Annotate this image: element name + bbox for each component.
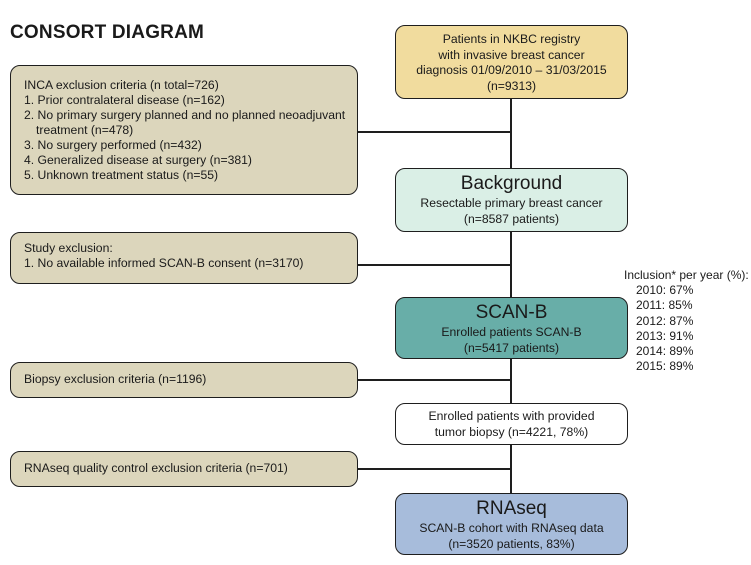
registry-line-2: with invasive breast cancer	[438, 47, 585, 62]
inca-item-4: 4. Generalized disease at surgery (n=381…	[24, 153, 252, 167]
background-heading: Background	[460, 173, 563, 194]
rnaseq-line-1: SCAN-B cohort with RNAseq data	[419, 521, 604, 535]
connector-biopsy-exclusion	[357, 379, 511, 381]
registry-line-3: diagnosis 01/09/2010 – 31/03/2015	[416, 63, 607, 77]
background-line-2: (n=8587 patients)	[463, 211, 560, 226]
inclusion-year-2011: 2011: 85%	[636, 298, 693, 313]
rnaseq-line-2: (n=3520 patients, 83%)	[448, 536, 575, 551]
page-title: CONSORT DIAGRAM	[10, 22, 205, 43]
connector-inca	[357, 131, 511, 133]
scanb-heading: SCAN-B	[475, 302, 548, 323]
inca-exclusion-box: INCA exclusion criteria (n total=726) 1.…	[10, 65, 358, 195]
study-exclusion-box: Study exclusion: 1. No available informe…	[10, 232, 358, 284]
enrolled-biopsy-line-2: tumor biopsy (n=4221, 78%)	[434, 424, 589, 439]
inca-item-1: 1. Prior contralateral disease (n=162)	[24, 93, 225, 107]
inclusion-year-2010: 2010: 67%	[636, 283, 694, 298]
rnaseq-exclusion-text: RNAseq quality control exclusion criteri…	[24, 461, 288, 475]
enrolled-biopsy-box: Enrolled patients with provided tumor bi…	[395, 403, 628, 445]
study-exclusion-line-2: 1. No available informed SCAN-B consent …	[24, 256, 304, 270]
scanb-line-2: (n=5417 patients)	[463, 340, 560, 355]
main-flow-line	[510, 98, 512, 494]
rnaseq-box: RNAseq SCAN-B cohort with RNAseq data (n…	[395, 493, 628, 555]
scanb-line-1: Enrolled patients SCAN-B	[441, 325, 582, 339]
inca-item-3: 3. No surgery performed (n=432)	[24, 138, 202, 152]
inca-item-2: 2. No primary surgery planned and no pla…	[24, 108, 346, 137]
inca-list: 1. Prior contralateral disease (n=162) 2…	[24, 93, 347, 183]
connector-rnaseq-exclusion	[357, 468, 511, 470]
background-line-1: Resectable primary breast cancer	[420, 196, 603, 210]
connector-study-exclusion	[357, 264, 511, 266]
registry-line-4: (n=9313)	[486, 78, 537, 93]
registry-line-1: Patients in NKBC registry	[442, 32, 581, 46]
inclusion-year-2014: 2014: 89%	[636, 344, 694, 359]
biopsy-exclusion-text: Biopsy exclusion criteria (n=1196)	[24, 372, 207, 386]
inclusion-header: Inclusion* per year (%):	[624, 268, 749, 282]
inca-header: INCA exclusion criteria (n total=726)	[24, 78, 219, 92]
registry-box: Patients in NKBC registry with invasive …	[395, 25, 628, 99]
inclusion-year-2013: 2013: 91%	[636, 328, 694, 343]
background-box: Background Resectable primary breast can…	[395, 168, 628, 232]
inclusion-per-year: Inclusion* per year (%): 2010: 67% 2011:…	[624, 268, 749, 374]
rnaseq-heading: RNAseq	[476, 498, 547, 519]
inca-item-5: 5. Unknown treatment status (n=55)	[24, 168, 219, 182]
study-exclusion-line-1: Study exclusion:	[24, 241, 113, 255]
inclusion-year-2015: 2015: 89%	[636, 359, 694, 374]
rnaseq-exclusion-box: RNAseq quality control exclusion criteri…	[10, 451, 358, 487]
enrolled-biopsy-line-1: Enrolled patients with provided	[428, 409, 595, 423]
biopsy-exclusion-box: Biopsy exclusion criteria (n=1196)	[10, 362, 358, 398]
scanb-box: SCAN-B Enrolled patients SCAN-B (n=5417 …	[395, 297, 628, 359]
inclusion-year-2012: 2012: 87%	[636, 313, 694, 328]
